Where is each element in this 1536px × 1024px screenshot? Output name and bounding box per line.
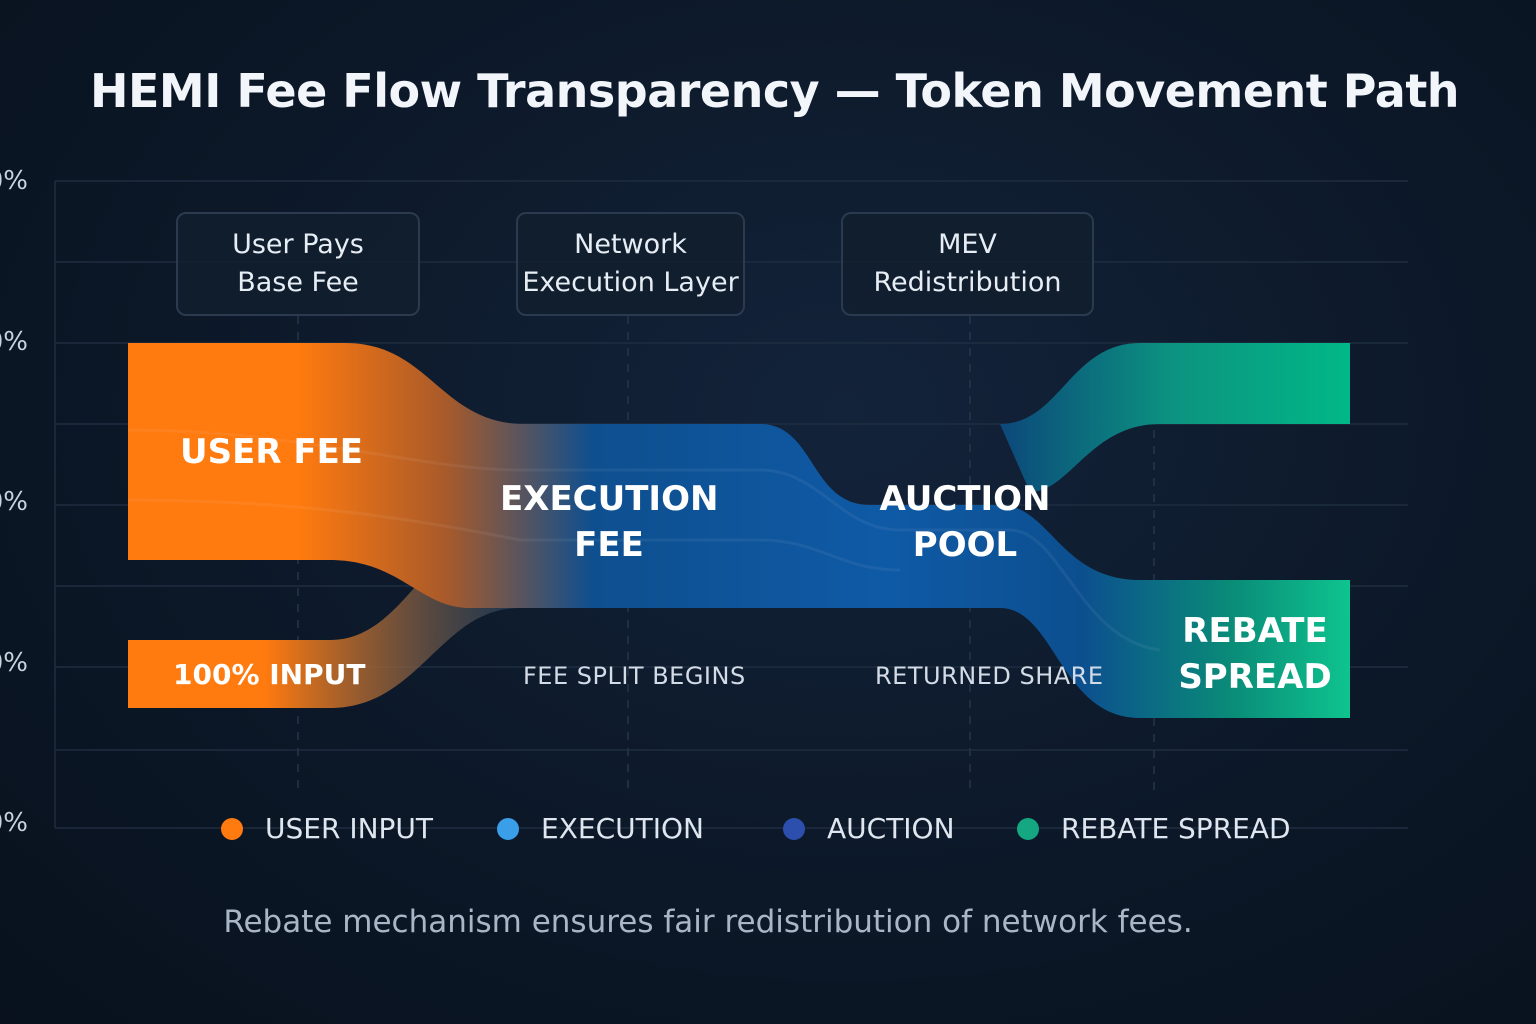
legend-label: USER INPUT <box>265 812 433 845</box>
y-tick-label: 80% <box>0 327 28 357</box>
legend-label: AUCTION <box>827 812 955 845</box>
stage-line: Network <box>574 229 687 260</box>
stage-line: Redistribution <box>873 267 1062 298</box>
flow-main-band <box>128 343 1350 718</box>
flow-label-user-fee: USER FEE <box>180 432 364 472</box>
legend-dot-icon <box>221 817 243 840</box>
stage-line: User Pays <box>232 229 364 260</box>
flow-label-execution: EXECUTION FEE <box>500 476 718 568</box>
chart-title: HEMI Fee Flow Transparency — Token Movem… <box>90 64 1460 118</box>
footer-caption: Rebate mechanism ensures fair redistribu… <box>223 904 1193 940</box>
flow-streaks <box>127 428 1161 652</box>
legend-item-execution: EXECUTION <box>497 812 704 845</box>
note-fee-split: FEE SPLIT BEGINS <box>523 662 746 690</box>
flow-label-line: SPREAD <box>1178 657 1332 697</box>
flow-input-band <box>128 520 520 708</box>
flow-rebate-top-band <box>1000 343 1350 492</box>
y-tick-label: 60% <box>0 487 28 517</box>
legend-dot-icon <box>497 817 519 840</box>
legend-label: REBATE SPREAD <box>1061 812 1291 845</box>
flow-label-line: POOL <box>912 525 1018 565</box>
stage-line: Execution Layer <box>522 267 739 298</box>
y-tick-label: 20% <box>0 808 28 838</box>
legend-item-user-input: USER INPUT <box>221 812 433 845</box>
flow-label-line: AUCTION <box>879 479 1051 519</box>
stage-line: MEV <box>938 229 997 260</box>
legend-item-auction: AUCTION <box>783 812 955 845</box>
legend-dot-icon <box>783 817 805 840</box>
flow-label-line: REBATE <box>1182 611 1328 651</box>
stage-box-network-execution: Network Execution Layer <box>516 212 745 316</box>
flow-label-line: EXECUTION <box>500 479 719 519</box>
flow-label-auction: AUCTION POOL <box>870 476 1060 568</box>
legend-dot-icon <box>1017 817 1039 840</box>
note-returned-share: RETURNED SHARE <box>875 662 1104 690</box>
y-tick-label: 40% <box>0 648 28 678</box>
flow-label-input: 100% INPUT <box>173 658 366 691</box>
flow-label-rebate: REBATE SPREAD <box>1160 608 1350 700</box>
stage-box-user-pays: User Pays Base Fee <box>176 212 420 316</box>
stage-line: Base Fee <box>237 267 359 298</box>
stage-box-mev-redistribution: MEV Redistribution <box>841 212 1094 316</box>
flow-label-line: FEE <box>574 525 644 565</box>
legend-item-rebate-spread: REBATE SPREAD <box>1017 812 1291 845</box>
y-tick-label: 100% <box>0 166 28 196</box>
legend-label: EXECUTION <box>541 812 704 845</box>
